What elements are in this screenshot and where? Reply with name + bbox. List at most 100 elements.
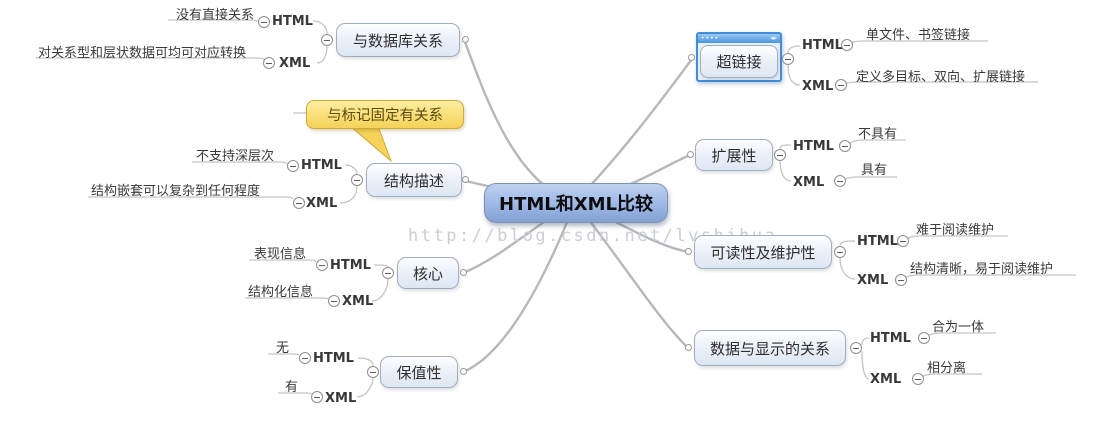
collapse-toggle[interactable] (382, 267, 394, 279)
html-keyword[interactable]: HTML (857, 234, 898, 249)
topic-data-display-relation[interactable]: 数据与显示的关系 (694, 330, 846, 366)
topic-core[interactable]: 核心 (397, 257, 459, 289)
minus-icon (319, 265, 325, 266)
topic-value-retention[interactable]: 保值性 (380, 356, 458, 388)
collapse-toggle[interactable] (918, 332, 930, 344)
topic-extensibility[interactable]: 扩展性 (695, 139, 773, 171)
topic-structure-description[interactable]: 结构描述 (366, 163, 462, 197)
collapse-toggle[interactable] (782, 53, 794, 65)
connector-main (574, 58, 693, 203)
xml-keyword[interactable]: XML (325, 391, 357, 406)
leaf-xml-text[interactable]: 有 (285, 380, 299, 395)
connection-point (688, 54, 695, 61)
html-keyword[interactable]: HTML (870, 331, 911, 346)
leaf-xml-text[interactable]: 结构清晰，易于阅读维护 (910, 262, 1054, 277)
selected-topic-frame[interactable]: •••• ◂▸ 超链接 (696, 32, 782, 82)
connector-sub (839, 257, 856, 280)
collapse-toggle[interactable] (774, 149, 786, 161)
leaf-html-text[interactable]: 不支持深层次 (196, 149, 275, 164)
topic-readability-maintainability[interactable]: 可读性及维护性 (694, 235, 832, 269)
html-keyword[interactable]: HTML (301, 158, 342, 173)
xml-keyword[interactable]: XML (279, 56, 311, 71)
minus-icon (842, 146, 848, 147)
minus-icon (261, 22, 267, 23)
minus-icon (266, 63, 272, 64)
html-keyword[interactable]: HTML (793, 139, 834, 154)
callout-topic[interactable]: 与标记固定有关系 (306, 100, 464, 129)
minus-icon (921, 338, 927, 339)
html-keyword[interactable]: HTML (802, 38, 843, 53)
collapse-toggle[interactable] (912, 373, 924, 385)
collapse-toggle[interactable] (263, 57, 275, 69)
leaf-html-text[interactable]: 合为一体 (932, 320, 985, 335)
collapse-toggle[interactable] (834, 246, 846, 258)
collapse-toggle[interactable] (839, 140, 851, 152)
xml-keyword[interactable]: XML (306, 196, 338, 211)
callout-tail (348, 125, 393, 163)
collapse-toggle[interactable] (316, 259, 328, 271)
leaf-html-text[interactable]: 表现信息 (254, 247, 307, 262)
leaf-xml-text[interactable]: 定义多目标、双向、扩展链接 (856, 70, 1026, 85)
leaf-html-text[interactable]: 不具有 (858, 127, 898, 142)
collapse-toggle[interactable] (850, 342, 862, 354)
minus-icon (900, 241, 906, 242)
collapse-toggle[interactable] (299, 352, 311, 364)
collapse-toggle[interactable] (367, 366, 379, 378)
collapse-toggle[interactable] (258, 16, 270, 28)
connection-point (462, 176, 469, 183)
connector-sub (861, 350, 870, 380)
watermark-text: http://blog.csdn.net/lvshihua (408, 226, 778, 246)
collapse-toggle[interactable] (897, 235, 909, 247)
collapse-toggle[interactable] (328, 295, 340, 307)
collapse-toggle[interactable] (293, 197, 305, 209)
collapse-toggle[interactable] (841, 39, 853, 51)
connection-point (462, 36, 469, 43)
html-keyword[interactable]: HTML (313, 351, 354, 366)
collapse-toggle[interactable] (311, 391, 323, 403)
minus-icon (370, 372, 376, 373)
minus-icon (324, 40, 330, 41)
leaf-xml-text[interactable]: 结构化信息 (248, 285, 314, 300)
collapse-toggle[interactable] (895, 274, 907, 286)
leaf-html-text[interactable]: 没有直接关系 (176, 8, 255, 23)
collapse-toggle[interactable] (321, 34, 333, 46)
minus-icon (844, 45, 850, 46)
connector-sub (844, 176, 897, 180)
connector-sub (357, 357, 374, 367)
html-keyword[interactable]: HTML (330, 258, 371, 273)
connector-sub (787, 64, 801, 86)
topic-hyperlink[interactable]: 超链接 (700, 45, 778, 78)
selected-topic-titlebar[interactable]: •••• ◂▸ (698, 34, 780, 43)
minus-icon (915, 379, 921, 380)
connector-sub (249, 259, 317, 263)
xml-keyword[interactable]: XML (793, 175, 825, 190)
leaf-xml-text[interactable]: 具有 (861, 163, 888, 178)
connector-sub (192, 161, 288, 165)
minus-icon (777, 155, 783, 156)
leaf-xml-text[interactable]: 对关系型和层状数据可均可对应转换 (38, 46, 247, 61)
leaf-html-text[interactable]: 难于阅读维护 (916, 223, 995, 238)
minus-icon (837, 252, 843, 253)
topic-database-relation[interactable]: 与数据库关系 (336, 23, 460, 57)
leaf-xml-text[interactable]: 结构嵌套可以复杂到任何程度 (91, 184, 261, 199)
collapse-toggle[interactable] (287, 160, 299, 172)
connector-main (574, 201, 689, 349)
leaf-html-text[interactable]: 单文件、书签链接 (866, 28, 971, 43)
xml-keyword[interactable]: XML (870, 372, 902, 387)
minus-icon (290, 166, 296, 167)
collapse-toggle[interactable] (351, 174, 363, 186)
collapse-toggle[interactable] (834, 175, 846, 187)
connector-sub (278, 392, 312, 395)
xml-keyword[interactable]: XML (342, 294, 374, 309)
leaf-html-text[interactable]: 无 (276, 341, 290, 356)
xml-keyword[interactable]: XML (802, 79, 834, 94)
minus-icon (898, 280, 904, 281)
collapse-toggle[interactable] (835, 79, 847, 91)
xml-keyword[interactable]: XML (857, 273, 889, 288)
leaf-xml-text[interactable]: 相分离 (927, 361, 967, 376)
connector-sub (849, 139, 906, 144)
central-topic[interactable]: HTML和XML比较 (484, 183, 668, 223)
resize-arrows-icon[interactable]: ◂▸ (769, 34, 777, 42)
html-keyword[interactable]: HTML (272, 14, 313, 29)
